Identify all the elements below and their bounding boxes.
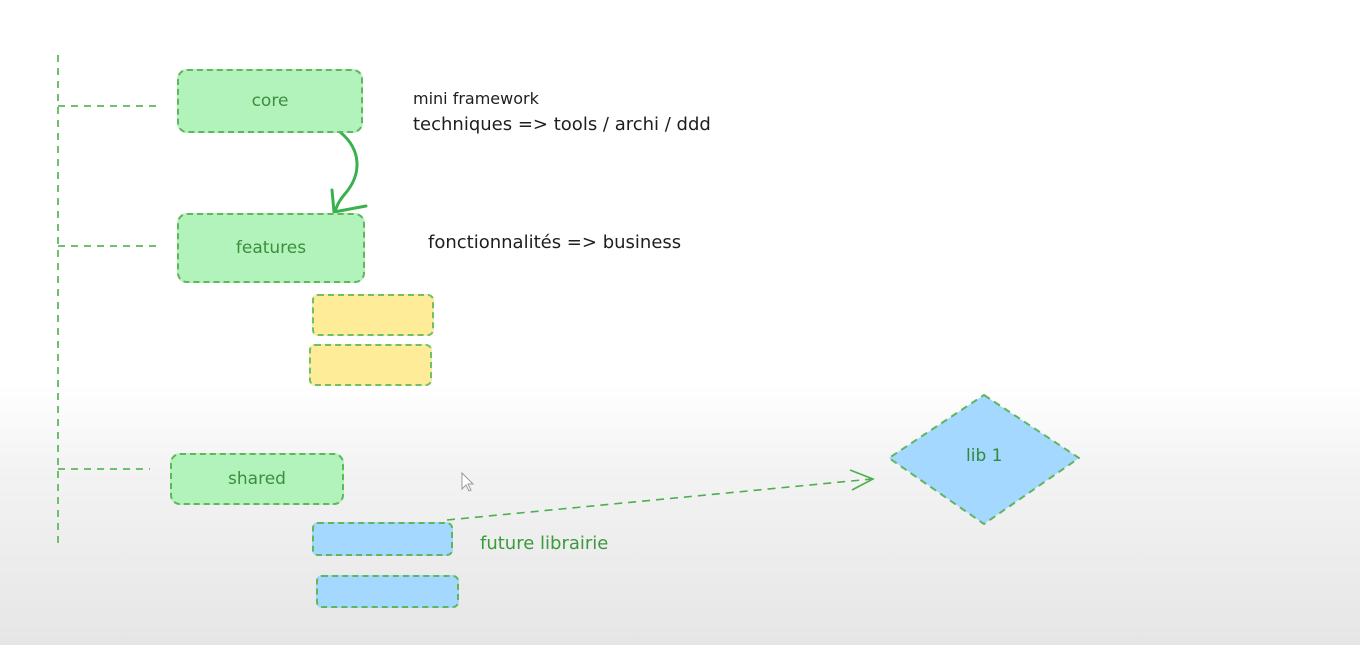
core-node[interactable]: core: [177, 69, 363, 133]
lib-diamond-label: lib 1: [966, 446, 1003, 466]
mouse-cursor-icon: [461, 471, 475, 492]
core-node-label: core: [251, 91, 289, 111]
core-to-features-arrowhead: [330, 188, 368, 214]
shared-node[interactable]: shared: [170, 453, 344, 505]
feature-block-2[interactable]: [309, 344, 432, 386]
shared-node-label: shared: [228, 469, 286, 489]
shared-to-lib-arrowhead: [849, 469, 875, 491]
features-node-label: features: [235, 238, 307, 258]
features-node[interactable]: features: [177, 213, 365, 283]
core-note-line-1: mini framework: [413, 89, 539, 108]
core-to-features-arrow: [333, 130, 359, 214]
shared-block-1[interactable]: [312, 522, 453, 556]
features-note: fonctionnalités => business: [428, 232, 682, 253]
feature-block-1[interactable]: [312, 294, 434, 336]
core-note-line-2: techniques => tools / archi / ddd: [413, 114, 711, 135]
shared-block-2[interactable]: [316, 575, 459, 608]
future-library-note: future librairie: [480, 533, 609, 554]
shared-to-lib-arrow: [446, 478, 873, 521]
lib-diamond: [888, 394, 1080, 525]
